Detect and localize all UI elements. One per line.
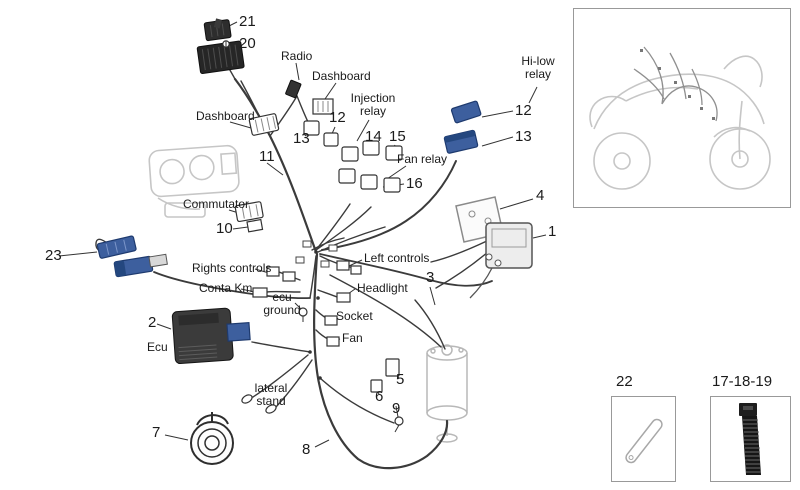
dashboard-left-connector [248, 113, 280, 136]
callout-1: 1 [548, 223, 557, 240]
socket-connector [324, 315, 338, 326]
motorcycle-illustration [589, 46, 771, 190]
part-20-screw [222, 40, 230, 48]
callout-17-18-19: 17-18-19 [712, 373, 773, 390]
motorcycle-location-inset [573, 8, 791, 208]
label-fan: Fan [342, 331, 363, 345]
callout-13-mid: 13 [293, 130, 310, 147]
top-connector-small [203, 19, 232, 42]
callout-23: 23 [45, 247, 62, 264]
fan-connector [326, 336, 340, 347]
relay-13-mid [303, 120, 320, 136]
callout-3: 3 [426, 269, 435, 286]
part-22-strap-illustration [625, 418, 663, 464]
callout-10: 10 [216, 220, 233, 237]
hilow-relay-13 [443, 129, 479, 154]
cable-tie-illustration [739, 403, 761, 475]
callout-4: 4 [536, 187, 545, 204]
label-lateral-stand: lateral stand [254, 381, 288, 409]
connector-23-b [113, 255, 154, 278]
callout-6: 6 [375, 388, 384, 405]
label-rights-controls: Rights controls [192, 261, 272, 275]
ecu-unit [171, 307, 251, 365]
headlight-connector [336, 292, 351, 303]
label-dashboard-left: Dashboard [196, 109, 255, 123]
callout-20: 20 [239, 35, 256, 52]
callout-21: 21 [239, 13, 256, 30]
device-1 [469, 222, 533, 299]
rights-controls-connectors [266, 266, 296, 282]
callout-7: 7 [152, 424, 161, 441]
label-left-controls: Left controls [364, 251, 430, 265]
label-socket: Socket [336, 309, 373, 323]
callout-16: 16 [406, 175, 423, 192]
callout-12-right: 12 [515, 102, 532, 119]
callout-22: 22 [616, 373, 633, 390]
lateral-stand-terminals [241, 394, 277, 414]
radio-connector [285, 79, 302, 99]
dashboard-top-connector [312, 98, 334, 115]
harness-connector-dots [640, 49, 715, 120]
part-5-connector [385, 358, 400, 377]
callout-9: 9 [392, 400, 401, 417]
callout-14: 14 [365, 128, 382, 145]
ecu-ground-terminal [298, 307, 308, 322]
part-17-18-19-box [710, 396, 791, 482]
callout-12-mid: 12 [329, 109, 346, 126]
harness-parts [96, 18, 533, 465]
hilow-relay-12 [450, 100, 482, 124]
part-9-ground-terminal [394, 416, 404, 433]
part-21-clip [213, 18, 222, 29]
relay-group [338, 140, 403, 193]
part-22-box [611, 396, 676, 482]
relay-12-mid [323, 132, 339, 147]
label-commutator: Commutator [183, 197, 250, 211]
callout-8: 8 [302, 441, 311, 458]
horn-illustration [190, 412, 234, 465]
callout-13-right: 13 [515, 128, 532, 145]
label-ecu: Ecu [147, 340, 168, 354]
callout-11: 11 [259, 148, 275, 165]
part-6-connector [370, 379, 383, 393]
top-connector-block [196, 40, 245, 74]
commutator-part [234, 201, 264, 223]
left-controls-connectors [336, 260, 362, 275]
label-headlight: Headlight [357, 281, 408, 295]
connector-23-c [148, 253, 168, 268]
label-dashboard-top: Dashboard [312, 69, 371, 83]
callout-15: 15 [389, 128, 406, 145]
ecu-connector-blue [226, 322, 251, 342]
label-ecu-ground: ecu ground [263, 290, 301, 318]
node-junction-connectors [295, 240, 338, 268]
label-conta-km: Conta Km [199, 281, 253, 295]
part-10-connector [246, 218, 264, 233]
label-fan-relay: Fan relay [397, 152, 448, 166]
motorcycle-harness-overlay [633, 46, 718, 122]
label-radio: Radio [281, 49, 313, 63]
callout-5: 5 [396, 371, 405, 388]
label-injection-relay: Injection relay [350, 91, 396, 119]
ghost-dashboard-illustration [148, 144, 240, 218]
callout-2: 2 [148, 314, 157, 331]
connector-23-a [96, 235, 137, 259]
conta-km-connector [252, 287, 268, 298]
label-hilow-relay: Hi-low relay [521, 54, 555, 82]
